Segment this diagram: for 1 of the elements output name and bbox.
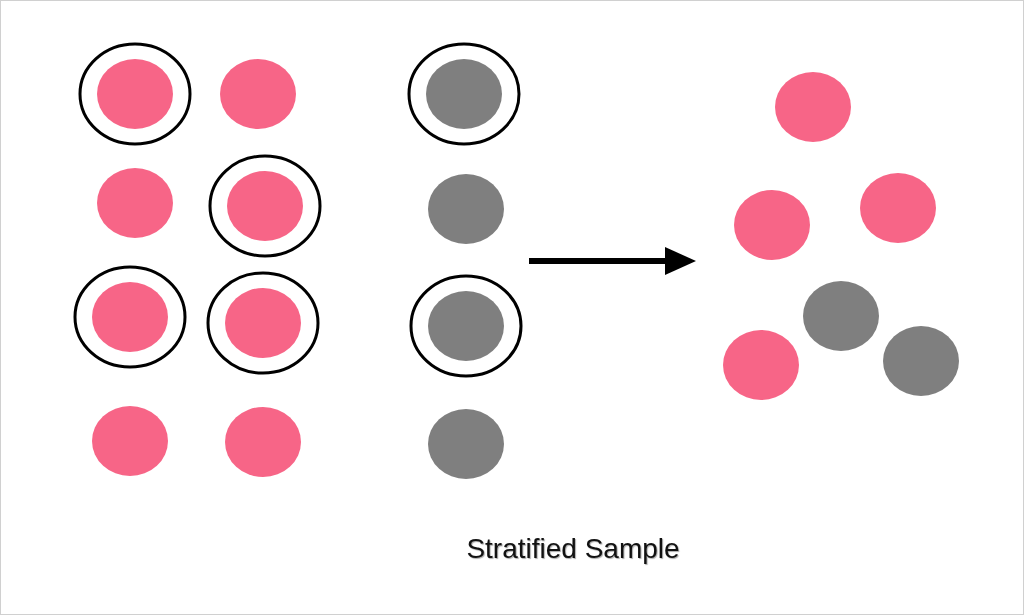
- caption: Stratified Sample: [466, 533, 680, 565]
